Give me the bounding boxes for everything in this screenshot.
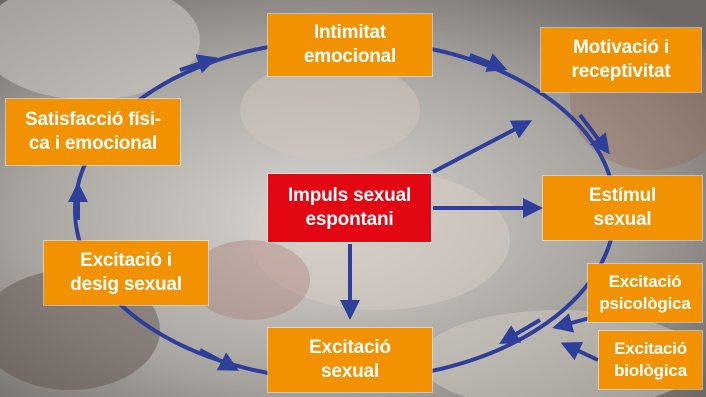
node-impuls-label: Impuls sexual espontani: [287, 185, 412, 230]
node-excitacio-psicologica: Excitació psicològica: [588, 264, 702, 322]
node-excitacio-desig: Excitació i desig sexual: [44, 241, 208, 305]
node-psicologica-label: Excitació psicològica: [599, 272, 691, 313]
node-excitacio-biologica: Excitació biològica: [599, 331, 702, 389]
node-estimul-label: Estímul sexual: [588, 185, 657, 230]
node-desig-label: Excitació i desig sexual: [70, 250, 182, 295]
node-motivacio-receptivitat: Motivació i receptivitat: [541, 28, 701, 92]
node-intimitat-emocional: Intimitat emocional: [268, 14, 432, 76]
node-satisfaccio-label: Satisfacció físi- ca i emocional: [25, 109, 161, 154]
node-excitacio-sexual: Excitació sexual: [268, 328, 432, 392]
node-intimitat-label: Intimitat emocional: [303, 22, 397, 67]
node-biologica-label: Excitació biològica: [614, 339, 687, 380]
node-impuls-sexual: Impuls sexual espontani: [268, 174, 431, 242]
node-motivacio-label: Motivació i receptivitat: [571, 37, 671, 82]
node-satisfaccio: Satisfacció físi- ca i emocional: [6, 99, 180, 165]
node-estimul-sexual: Estímul sexual: [543, 176, 702, 240]
node-excitacio-sexual-label: Excitació sexual: [309, 337, 391, 382]
